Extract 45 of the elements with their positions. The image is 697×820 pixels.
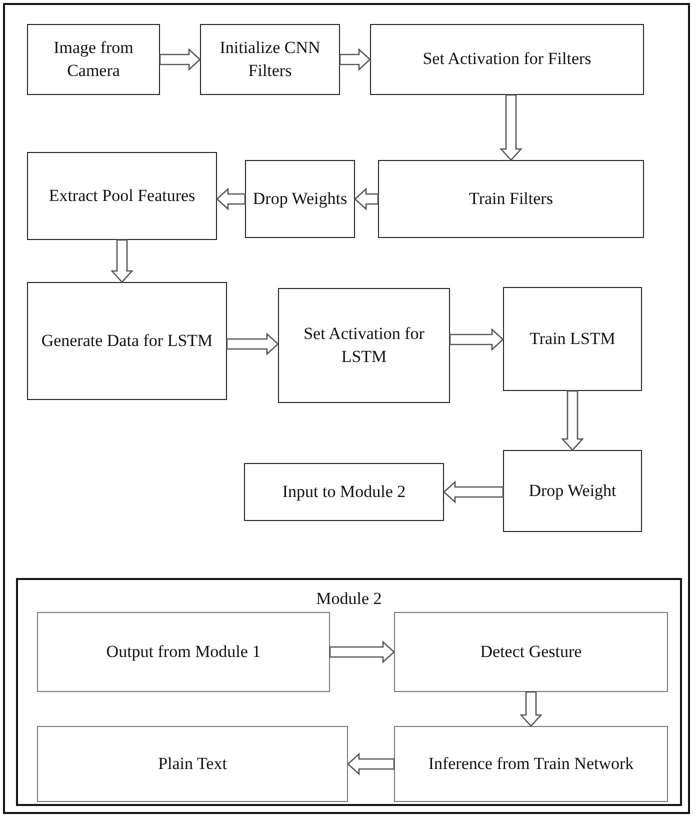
process-box [200, 24, 340, 95]
process-box [378, 160, 644, 238]
block-arrow [443, 480, 504, 504]
process-box [27, 282, 227, 400]
box-label: Inference from Train Network [427, 752, 635, 775]
block-arrow [520, 691, 542, 727]
box-label: Drop Weights [252, 188, 348, 210]
process-box [370, 24, 644, 95]
box-label: Plain Text [157, 752, 228, 775]
process-box [37, 612, 330, 692]
box-label: Drop Weight [528, 480, 618, 502]
box-label: Set Activation for Filters [422, 48, 592, 70]
panel-title: Module 2 [315, 588, 383, 610]
block-arrow [347, 752, 395, 776]
box-label: Input to Module 2 [281, 480, 407, 503]
block-arrow [561, 390, 584, 451]
box-label: Output from Module 1 [105, 640, 262, 663]
block-arrow [449, 328, 504, 351]
block-arrow [354, 188, 379, 210]
process-box [394, 612, 668, 692]
process-box [503, 450, 642, 532]
block-arrow [500, 94, 522, 161]
process-box [245, 160, 355, 238]
process-box [244, 463, 444, 521]
block-arrow [110, 239, 134, 283]
block-arrow [339, 48, 371, 71]
process-box [278, 288, 450, 403]
box-label: Train Filters [468, 188, 554, 210]
process-box [37, 726, 348, 802]
process-box [394, 726, 668, 802]
box-label: Set Activation for LSTM [302, 323, 426, 368]
box-label: Image from Camera [52, 37, 134, 82]
block-arrow [159, 48, 201, 71]
process-box [27, 24, 160, 95]
box-label: Train LSTM [528, 328, 616, 350]
box-label: Initialize CNN Filters [218, 37, 322, 82]
block-arrow [329, 640, 395, 664]
box-label: Detect Gesture [479, 640, 583, 663]
box-label: Extract Pool Features [48, 184, 196, 207]
module-panel [16, 578, 682, 806]
block-arrow [216, 188, 246, 210]
process-box [27, 152, 217, 240]
box-label: Generate Data for LSTM [40, 330, 214, 352]
process-box [503, 287, 642, 391]
block-arrow [226, 332, 279, 356]
